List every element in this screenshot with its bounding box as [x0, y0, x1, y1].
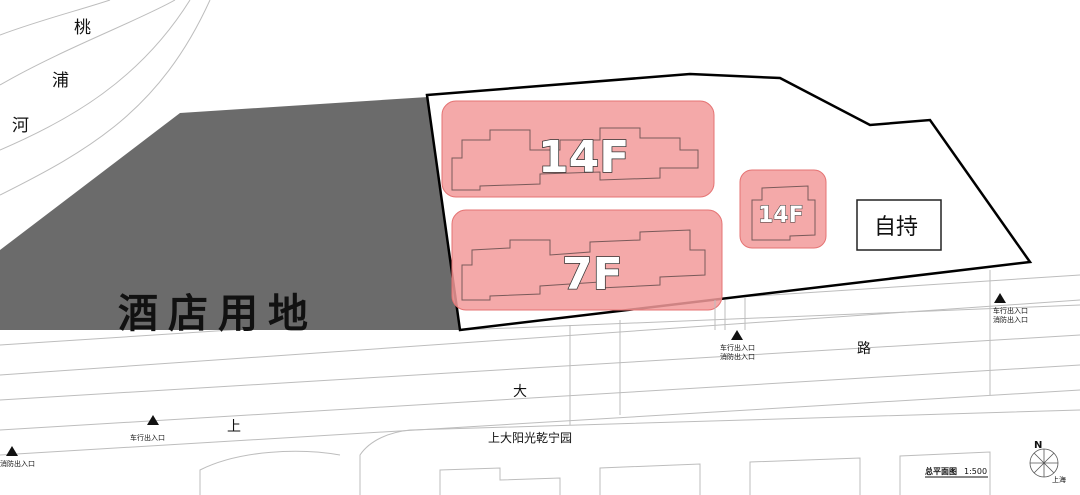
- entrance-3-line-1: 车行出入口: [130, 433, 165, 442]
- entrance-triangle-3: [147, 415, 159, 425]
- road-char-3: 上: [227, 419, 241, 435]
- community-label: 上大阳光乾宁园: [488, 430, 572, 445]
- driveway-lines: [569, 270, 991, 425]
- river-char-1: 桃: [74, 18, 91, 38]
- entrance-triangle-2: [994, 293, 1006, 303]
- entrance-2-line-2: 消防出入口: [993, 315, 1028, 324]
- north-mark: N: [1034, 440, 1042, 451]
- hotel-land: [0, 97, 460, 330]
- road-char-1: 路: [857, 341, 871, 357]
- plan-scale: 1:500: [964, 467, 987, 476]
- entrance-2-line-1: 车行出入口: [993, 306, 1028, 315]
- north-arrow-icon: [1029, 448, 1059, 478]
- river-char-2: 浦: [52, 71, 69, 91]
- entrance-triangle-4: [6, 446, 18, 456]
- building-2-floors: 7F: [562, 249, 623, 300]
- building-3-floors: 14F: [758, 203, 804, 228]
- entrance-1-line-1: 车行出入口: [720, 343, 755, 352]
- river-char-3: 河: [12, 116, 29, 136]
- building-1-floors: 14F: [538, 132, 629, 183]
- entrance-4-line-1: 消防出入口: [0, 459, 35, 468]
- community-blocks: [199, 409, 1080, 495]
- building-footprints: [451, 127, 816, 301]
- small-note: 上海: [1052, 475, 1066, 484]
- hotel-land-label: 酒店用地: [118, 291, 318, 337]
- road-char-2: 大: [513, 384, 527, 400]
- self-held-label: 自持: [874, 215, 918, 240]
- entrance-1-line-2: 消防出入口: [720, 352, 755, 361]
- plan-title: 总平面图: [925, 466, 957, 476]
- building-block-1: [441, 100, 715, 198]
- self-held-box: [856, 199, 942, 251]
- entrance-triangle-1: [731, 330, 743, 340]
